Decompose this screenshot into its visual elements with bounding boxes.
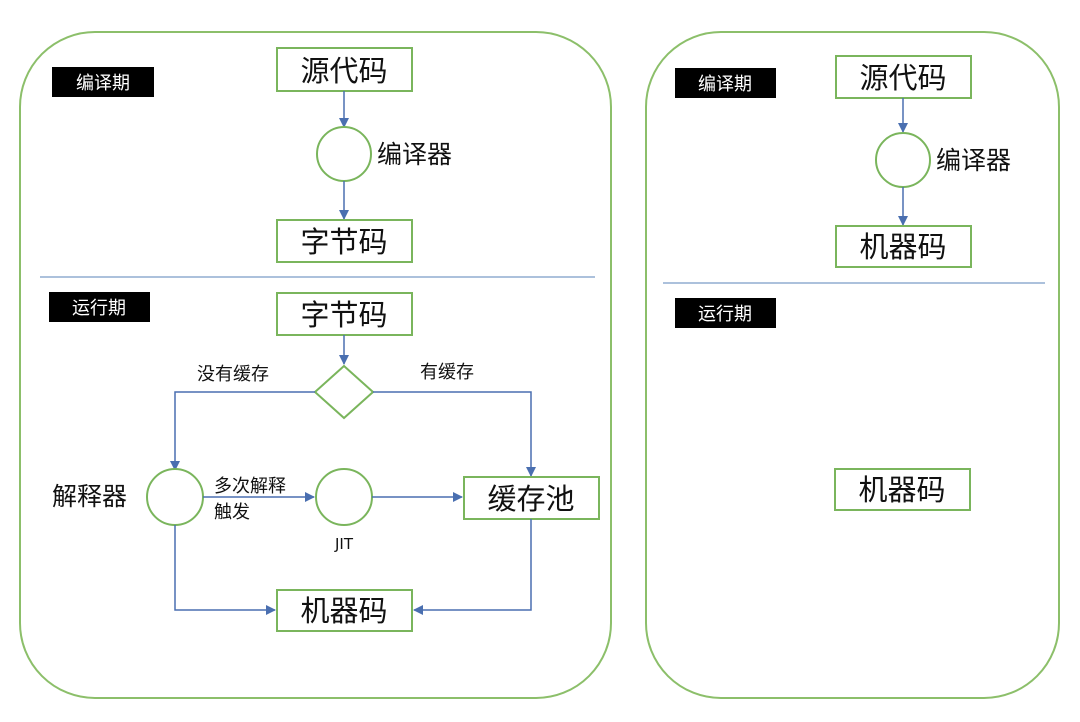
runtime-tag-left xyxy=(49,292,150,322)
arrow-interpreter-to-machine-code xyxy=(174,525,276,615)
compiler-circle-left xyxy=(316,126,372,182)
bytecode-box-compile xyxy=(276,219,413,263)
multi-interpret-label-line2: 触发 xyxy=(214,502,250,523)
arrow-pool-to-machine-code xyxy=(413,519,532,615)
left-panel xyxy=(19,31,612,699)
interpreter-label: 解释器 xyxy=(52,482,127,511)
compiler-label-right: 编译器 xyxy=(936,146,1011,175)
compiler-circle-right xyxy=(875,132,931,188)
jit-label: JIT xyxy=(334,535,354,553)
compiler-label-left: 编译器 xyxy=(377,140,452,169)
no-cache-label: 没有缓存 xyxy=(197,364,269,385)
arrow-no-cache-to-interpreter xyxy=(170,391,315,471)
cache-pool-text: 缓存池 xyxy=(487,482,574,516)
source-code-text-right: 源代码 xyxy=(859,61,946,95)
interpreter-circle xyxy=(146,468,204,526)
jit-circle xyxy=(315,468,373,526)
multi-interpret-label-line1: 多次解释 xyxy=(214,476,286,497)
machine-code-text-left: 机器码 xyxy=(300,594,387,628)
machine-code-text-compile-right: 机器码 xyxy=(859,230,946,264)
machine-code-box-compile-right xyxy=(835,225,972,268)
runtime-tag-right xyxy=(675,298,776,328)
bytecode-text-compile: 字节码 xyxy=(300,225,387,259)
compile-tag-right-text: 编译期 xyxy=(698,74,752,95)
machine-code-box-left xyxy=(276,589,413,632)
runtime-tag-left-text: 运行期 xyxy=(72,298,126,319)
compile-tag-right xyxy=(675,68,776,98)
source-code-text-left: 源代码 xyxy=(300,54,387,88)
bytecode-text-runtime: 字节码 xyxy=(300,298,387,332)
arrow-has-cache-to-pool xyxy=(373,391,536,477)
machine-code-text-runtime-right: 机器码 xyxy=(858,473,945,507)
cache-pool-box xyxy=(463,476,600,520)
compile-tag-left-text: 编译期 xyxy=(76,73,130,94)
right-panel xyxy=(645,31,1060,699)
machine-code-box-runtime-right xyxy=(834,468,971,511)
compile-tag-left xyxy=(52,67,154,97)
runtime-tag-right-text: 运行期 xyxy=(698,304,752,325)
has-cache-label: 有缓存 xyxy=(420,362,474,383)
cache-decision-diamond xyxy=(313,364,375,420)
